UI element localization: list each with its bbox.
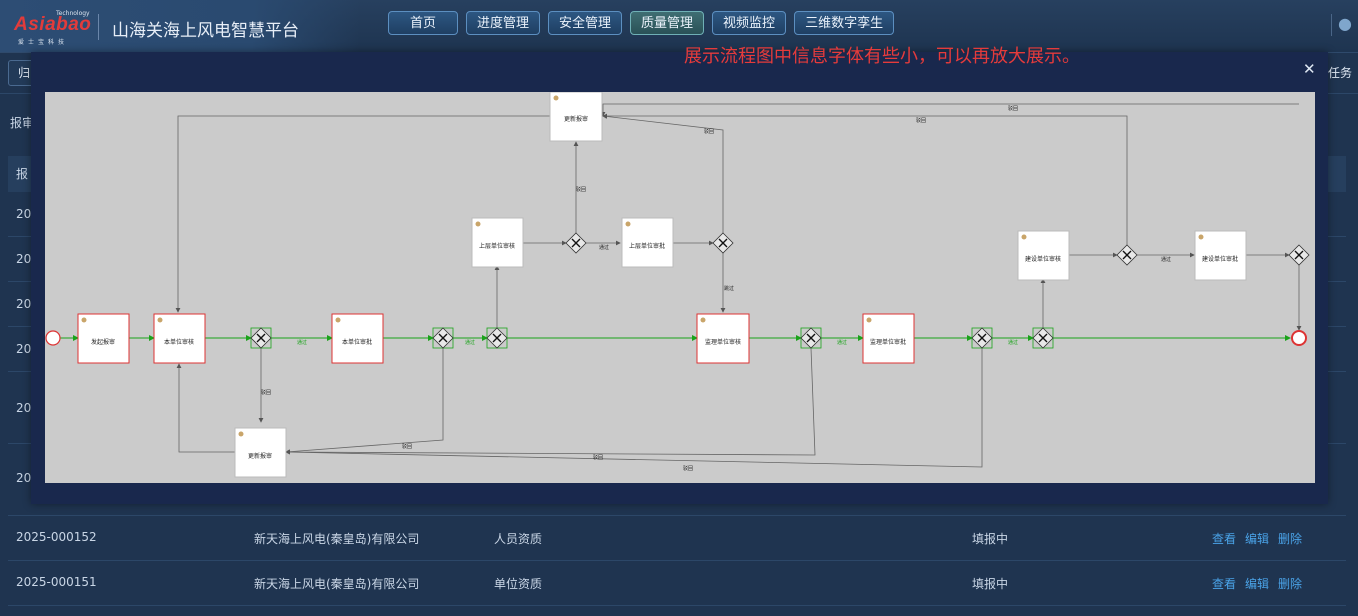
task-box[interactable] — [549, 92, 603, 142]
table-row: 2025-000151 新天海上风电(秦皇岛)有限公司 单位资质 填报中 查看 … — [8, 561, 1346, 606]
task-label: 上层单位审批 — [629, 242, 665, 250]
task-box[interactable] — [153, 313, 206, 364]
flow-edge — [176, 363, 235, 453]
table-row: 2025-000152 新天海上风电(秦皇岛)有限公司 人员资质 填报中 查看 … — [8, 516, 1346, 561]
cell-company: 新天海上风电(秦皇岛)有限公司 — [254, 532, 420, 546]
flow-edge — [602, 114, 724, 233]
filter-label: 报审 — [10, 116, 35, 130]
flowchart-canvas: 发起报审 本单位审核 本单位审批 上层单位审核 上层单位审批 更新报审 监理单位… — [45, 92, 1315, 483]
end-event — [1291, 330, 1307, 346]
start-event — [45, 330, 61, 346]
nav-digital-twin[interactable]: 三维数字孪生 — [794, 11, 895, 35]
edge-label: 驳回 — [593, 454, 603, 461]
edge-label: 通过 — [599, 244, 609, 251]
task-label: 监理单位审核 — [705, 338, 741, 346]
view-link[interactable]: 查看 — [1212, 577, 1237, 591]
nav-home[interactable]: 首页 — [388, 11, 458, 35]
user-task-icon — [475, 221, 481, 227]
cell-id: 2025-000152 — [16, 530, 97, 544]
task-box[interactable] — [1194, 230, 1247, 281]
nav-quality[interactable]: 质量管理 — [630, 11, 705, 35]
edge-label: 驳回 — [576, 186, 586, 193]
task-box[interactable] — [862, 313, 915, 364]
task-label: 本单位审核 — [164, 338, 194, 346]
task-label: 本单位审批 — [342, 338, 372, 346]
edit-link[interactable]: 编辑 — [1245, 532, 1270, 546]
task-label: 建设单位审批 — [1202, 255, 1238, 263]
main-nav: 首页 进度管理 安全管理 质量管理 视频监控 三维数字孪生 — [388, 11, 895, 35]
task-label: 更新报审 — [248, 452, 272, 460]
brand-area: Technology Asiabao 爱士宝科技 山海关海上风电智慧平台 — [0, 0, 360, 52]
task-box[interactable] — [621, 217, 674, 268]
flow-edge — [285, 347, 816, 456]
edge-label: 通过 — [1161, 256, 1171, 263]
task-label: 监理单位审批 — [870, 338, 906, 346]
view-link[interactable]: 查看 — [1212, 532, 1237, 546]
brand-divider — [98, 14, 99, 40]
edge-label: 通过 — [465, 339, 475, 346]
task-label: 发起报审 — [91, 338, 115, 346]
user-task-icon — [1021, 234, 1027, 240]
user-task-icon — [625, 221, 631, 227]
edge-label: 跳过 — [724, 285, 734, 292]
task-label: 更新报审 — [564, 115, 588, 123]
delete-link[interactable]: 删除 — [1278, 532, 1303, 546]
task-box[interactable] — [696, 313, 750, 364]
cell-status: 填报中 — [972, 577, 1009, 591]
nav-progress[interactable]: 进度管理 — [466, 11, 541, 35]
flow-edge — [600, 103, 1299, 117]
task-box[interactable] — [77, 313, 130, 364]
edge-label: 驳回 — [261, 389, 271, 396]
user-task-icon — [700, 317, 706, 323]
task-box[interactable] — [234, 427, 287, 478]
task-label: 上层单位审核 — [479, 242, 515, 250]
header-divider — [1331, 14, 1332, 36]
edge-label: 通过 — [837, 339, 847, 346]
edge-label: 通过 — [297, 339, 307, 346]
task-label: 建设单位审核 — [1025, 255, 1061, 263]
close-icon[interactable]: ✕ — [1303, 60, 1316, 78]
flow-edge — [285, 348, 983, 468]
edit-link[interactable]: 编辑 — [1245, 577, 1270, 591]
user-task-icon — [1198, 234, 1204, 240]
platform-title: 山海关海上风电智慧平台 — [112, 21, 299, 41]
cell-status: 填报中 — [972, 532, 1009, 546]
edge-label: 通过 — [1008, 339, 1018, 346]
logo-sub: 爱士宝科技 — [18, 39, 69, 46]
flow-edge — [602, 113, 1128, 245]
user-task-icon — [866, 317, 872, 323]
edge-label: 驳回 — [683, 465, 693, 472]
edge-label: 驳回 — [1008, 105, 1018, 112]
user-task-icon — [335, 317, 341, 323]
flowchart-modal: ✕ — [31, 52, 1328, 504]
edge-label: 驳回 — [704, 128, 714, 135]
user-task-icon — [157, 317, 163, 323]
task-box[interactable] — [471, 217, 524, 268]
logo: Asiabao — [14, 14, 91, 36]
flowchart-diagram: 发起报审 本单位审核 本单位审批 上层单位审核 上层单位审批 更新报审 监理单位… — [45, 92, 1310, 478]
user-task-icon — [238, 431, 244, 437]
user-icon[interactable]: ● — [1338, 14, 1352, 33]
flow-edge — [285, 328, 444, 455]
cell-type: 人员资质 — [494, 532, 543, 546]
cell-id: 2025-000151 — [16, 575, 97, 589]
nav-safety[interactable]: 安全管理 — [548, 11, 623, 35]
cell-type: 单位资质 — [494, 577, 543, 591]
edge-label: 驳回 — [402, 443, 412, 450]
logo-text: Asiabao — [14, 14, 92, 35]
cell-company: 新天海上风电(秦皇岛)有限公司 — [254, 577, 420, 591]
top-bar: Technology Asiabao 爱士宝科技 山海关海上风电智慧平台 首页 … — [0, 0, 1358, 53]
logo-tech: Technology — [56, 10, 90, 17]
review-annotation: 展示流程图中信息字体有些小，可以再放大展示。 — [684, 46, 1080, 67]
task-box[interactable] — [1017, 230, 1070, 281]
delete-link[interactable]: 删除 — [1278, 577, 1303, 591]
background-task-tab[interactable]: 任务 — [1327, 66, 1352, 80]
nav-video[interactable]: 视频监控 — [712, 11, 787, 35]
task-box[interactable] — [331, 313, 384, 364]
edge-label: 驳回 — [916, 117, 926, 124]
flow-edge — [175, 115, 550, 313]
user-task-icon — [553, 95, 559, 101]
user-task-icon — [81, 317, 87, 323]
